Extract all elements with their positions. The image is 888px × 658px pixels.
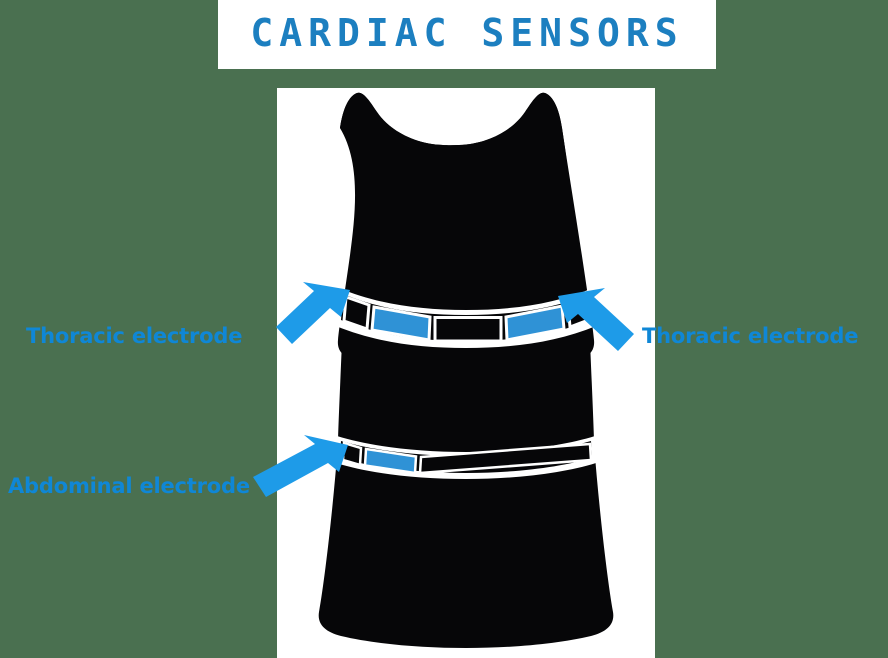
product-image-panel bbox=[277, 88, 655, 658]
garment-body-group bbox=[318, 92, 614, 648]
garment-hem-shape bbox=[318, 444, 614, 648]
abdominal-segment-black-left bbox=[341, 441, 363, 467]
garment-torso-shape bbox=[340, 92, 589, 366]
thoracic-segment-black-center bbox=[433, 316, 503, 343]
thoracic-electrode-left bbox=[370, 305, 432, 342]
callout-label-thoracic-right: Thoracic electrode bbox=[642, 324, 859, 348]
abdominal-segment-black-right bbox=[418, 442, 593, 475]
garment-illustration bbox=[318, 92, 614, 648]
page-title: CARDIAC SENSORS bbox=[250, 10, 684, 55]
abdominal-electrode-left bbox=[363, 447, 418, 475]
title-banner: CARDIAC SENSORS bbox=[218, 0, 716, 69]
garment-midsection-shape bbox=[338, 316, 594, 456]
callout-label-thoracic-left: Thoracic electrode bbox=[26, 324, 243, 348]
callout-label-abdominal-left: Abdominal electrode bbox=[8, 474, 250, 498]
